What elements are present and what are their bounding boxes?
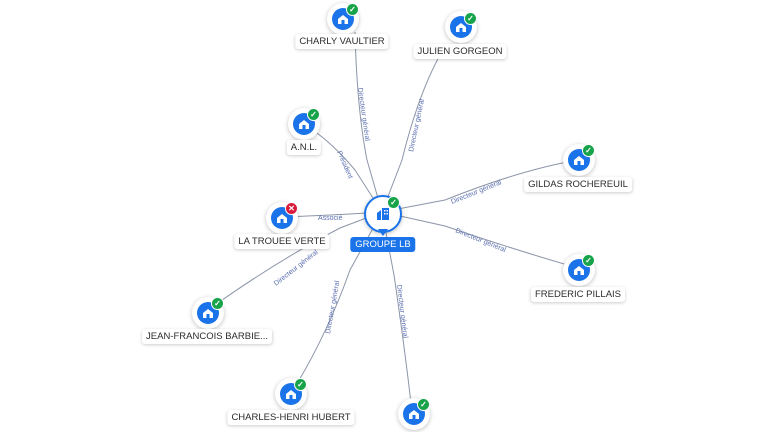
verified-check-icon: ✓ [307, 108, 320, 121]
edge-label-trouee: Associé [318, 215, 343, 222]
edge-julien [381, 54, 441, 213]
node-label-anl[interactable]: A.N.L. [286, 140, 322, 155]
verified-check-icon: ✓ [294, 378, 307, 391]
node-label-gildas[interactable]: GILDAS ROCHEREUIL [524, 177, 632, 192]
edge-label-frederic: Directeur général [454, 227, 507, 254]
edge-label-jeanfrancois: Directeur général [273, 249, 320, 288]
center-node-label[interactable]: GROUPE LB [350, 237, 416, 252]
pin-marker [378, 229, 388, 236]
node-label-frederic[interactable]: FREDERIC PILLAIS [530, 287, 626, 302]
error-x-icon: ✕ [285, 202, 298, 215]
verified-check-icon: ✓ [211, 297, 224, 310]
verified-check-icon: ✓ [582, 144, 595, 157]
edge-charly [354, 31, 383, 213]
verified-check-icon: ✓ [417, 398, 430, 411]
node-label-julien[interactable]: JULIEN GORGEON [413, 44, 507, 59]
node-label-trouee[interactable]: LA TROUEE VERTE [234, 234, 330, 249]
node-label-charly[interactable]: CHARLY VAULTIER [295, 34, 389, 49]
verified-check-icon: ✓ [582, 254, 595, 267]
edge-label-charleshenri: Directeur général [325, 280, 341, 335]
node-label-charleshenri[interactable]: CHARLES-HENRI HUBERT [227, 410, 355, 425]
node-label-jeanfrancois[interactable]: JEAN-FRANCOIS BARBIE... [142, 329, 272, 344]
verified-check-icon: ✓ [387, 196, 400, 209]
verified-check-icon: ✓ [464, 12, 477, 25]
edge-label-bottom: Directeur général [395, 284, 409, 339]
verified-check-icon: ✓ [346, 3, 359, 16]
edge-jeanfrancois [207, 211, 383, 311]
edge-label-gildas: Directeur général [450, 179, 503, 206]
edge-bottom [381, 211, 413, 413]
edge-label-julien: Directeur général [408, 98, 426, 152]
edge-frederic [381, 211, 579, 269]
edge-label-charly: Directeur général [356, 87, 370, 142]
